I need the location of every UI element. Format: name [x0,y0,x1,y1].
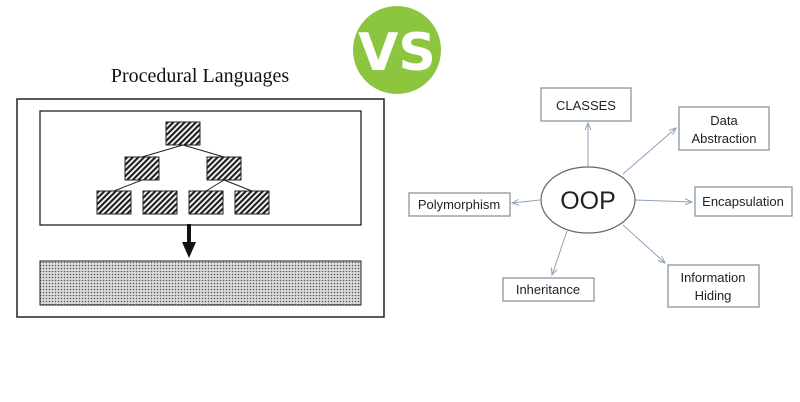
function-block [188,190,224,215]
function-block [165,121,201,146]
data-block [39,260,362,306]
oop-arrows [512,123,692,275]
information-hiding-label-1: Information [680,270,745,285]
procedural-title: Procedural Languages [111,65,289,87]
inheritance-label: Inheritance [516,282,580,297]
node-polymorphism [408,192,511,217]
function-hierarchy-box [39,110,362,226]
data-abstraction-label-2: Abstraction [691,131,756,146]
function-block [234,190,270,215]
node-classes [540,87,632,122]
oop-center-label: OOP [560,187,616,215]
data-abstraction-label-1: Data [710,113,738,128]
information-hiding-label-2: Hiding [695,288,732,303]
function-block [206,156,242,181]
node-information-hiding [667,264,760,308]
classes-label: CLASSES [556,98,616,113]
vs-badge: VS [353,6,441,94]
function-block [96,190,132,215]
down-arrow-icon [182,224,196,258]
oop-center-ellipse [540,166,636,234]
oop-diagram: OOP CLASSES Data Abstraction Encapsulati… [408,87,793,308]
encapsulation-label: Encapsulation [702,194,784,209]
tree-edges [113,144,253,192]
node-inheritance [502,277,595,302]
vs-text: VS [358,23,436,83]
node-data-abstraction [678,106,770,151]
function-block [142,190,178,215]
function-block [124,156,160,181]
outer-box [16,98,385,318]
procedural-diagram: Procedural Languages [16,65,385,318]
node-encapsulation [694,186,793,217]
polymorphism-label: Polymorphism [418,197,500,212]
